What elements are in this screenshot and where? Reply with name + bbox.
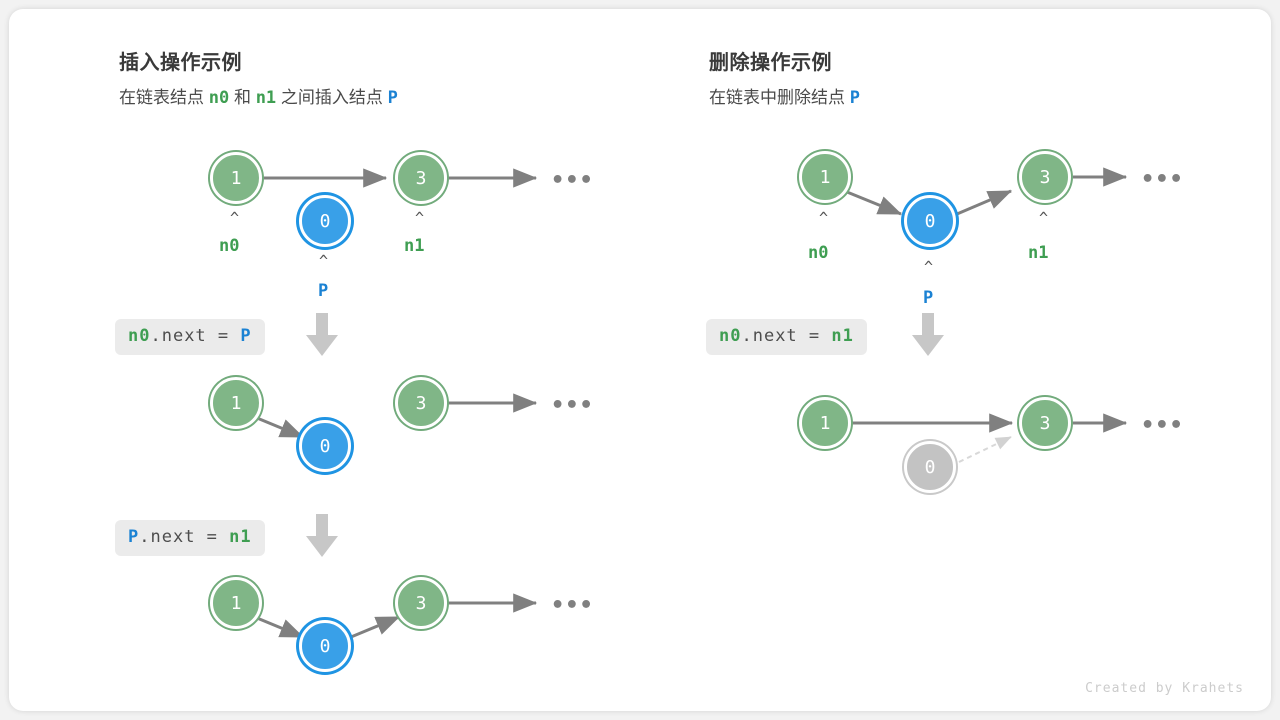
node-row2-3: 3	[395, 377, 447, 429]
code-token-p2: P	[128, 527, 140, 547]
caret-icon-del-n0: ^	[819, 209, 829, 227]
code-token-del-next-eq: .next =	[741, 326, 832, 346]
ellipsis-icon-row2: •••	[551, 393, 594, 418]
node-del-n0: 1	[799, 151, 851, 203]
code-chip-n0-next-n1: n0.next = n1	[706, 319, 867, 355]
subtitle-var-n0: n0	[208, 88, 230, 108]
code-token-del-n0: n0	[719, 326, 742, 346]
varlabel-n1: n1	[404, 236, 425, 256]
node-row3-0: 0	[299, 620, 351, 672]
footer-credit: Created by Krahets	[1085, 681, 1244, 696]
down-arrow-icon-step1	[306, 313, 338, 356]
code-chip-n0-next-p: n0.next = P	[115, 319, 265, 355]
subtitle-var-p: P	[387, 88, 398, 108]
caret-icon-del-n1: ^	[1039, 209, 1049, 227]
subtitle-text-1: 在链表结点	[119, 88, 204, 107]
caret-icon-p: ^	[319, 252, 329, 270]
varlabel-p: P	[318, 281, 329, 301]
panel-subtitle-insert: 在链表结点 n0 和 n1 之间插入结点 P	[119, 83, 398, 108]
node-del2-1: 1	[799, 397, 851, 449]
ellipsis-icon-del-row1: •••	[1141, 167, 1184, 192]
node-del2-removed: 0	[904, 441, 956, 493]
code-token-next-eq2: .next =	[139, 527, 230, 547]
diagram-card	[9, 9, 1271, 711]
node-n0-value: 1	[210, 152, 262, 204]
code-token-del-n1: n1	[831, 326, 854, 346]
node-del2-3: 3	[1019, 397, 1071, 449]
panel-title-delete: 删除操作示例	[709, 52, 832, 74]
down-arrow-icon-del-step	[912, 313, 944, 356]
code-token-p: P	[240, 326, 252, 346]
code-chip-p-next-n1: P.next = n1	[115, 520, 265, 556]
varlabel-del-p: P	[923, 288, 934, 308]
node-row3-3: 3	[395, 577, 447, 629]
caret-icon-n0: ^	[230, 209, 240, 227]
node-row2-1: 1	[210, 377, 262, 429]
caret-icon-n1: ^	[415, 209, 425, 227]
subtitle-delete-var-p: P	[849, 88, 860, 108]
subtitle-delete-text: 在链表中删除结点	[709, 88, 845, 107]
subtitle-text-2: 和	[233, 88, 251, 107]
code-token-n0: n0	[128, 326, 151, 346]
code-token-next-eq: .next =	[150, 326, 241, 346]
panel-subtitle-delete: 在链表中删除结点 P	[709, 83, 860, 108]
node-p-value: 0	[299, 195, 351, 247]
down-arrow-icon-step2	[306, 514, 338, 557]
code-token-n1b: n1	[229, 527, 252, 547]
varlabel-del-n1: n1	[1028, 243, 1049, 263]
node-del-p: 0	[904, 195, 956, 247]
subtitle-text-3: 之间插入结点	[280, 88, 383, 107]
ellipsis-icon: •••	[551, 168, 594, 193]
node-row2-0: 0	[299, 420, 351, 472]
varlabel-del-n0: n0	[808, 243, 829, 263]
node-n1-value: 3	[395, 152, 447, 204]
node-del-n1: 3	[1019, 151, 1071, 203]
panel-title-insert: 插入操作示例	[119, 52, 242, 74]
ellipsis-icon-del-row2: •••	[1141, 413, 1184, 438]
caret-icon-del-p: ^	[924, 258, 934, 276]
ellipsis-icon-row3: •••	[551, 593, 594, 618]
subtitle-var-n1: n1	[255, 88, 277, 108]
node-row3-1: 1	[210, 577, 262, 629]
varlabel-n0: n0	[219, 236, 240, 256]
